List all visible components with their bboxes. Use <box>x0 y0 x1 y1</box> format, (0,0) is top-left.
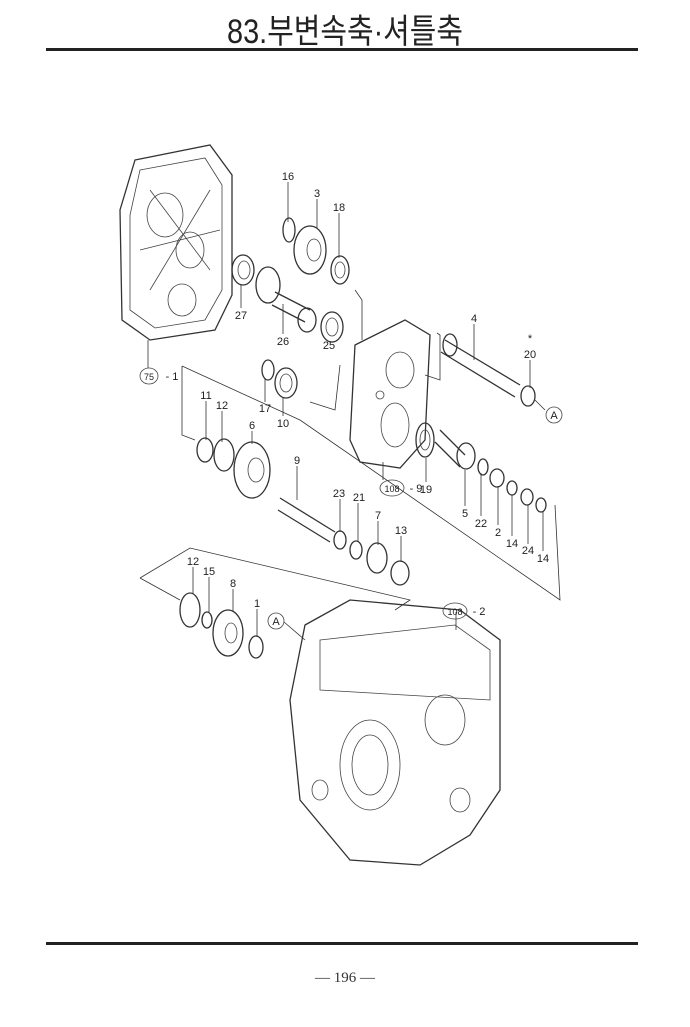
callout: 26 <box>277 336 289 348</box>
marker-a-lower: A <box>267 612 285 630</box>
footer-divider <box>46 942 638 945</box>
callout: 2 <box>495 527 501 539</box>
callout: 1 <box>254 598 260 610</box>
callout: 4 <box>471 313 477 325</box>
callout: 20 <box>524 349 536 361</box>
reference-75-1: 75 - 1 <box>139 367 179 385</box>
asterisk-mark: * <box>528 333 533 345</box>
reference-108-2: 108 - 2 <box>442 602 486 620</box>
mid-housing <box>349 319 431 469</box>
gears-and-bearings <box>179 217 547 659</box>
callout: 13 <box>395 525 407 537</box>
callout: 14 <box>537 553 549 565</box>
marker-letter: A <box>550 410 558 422</box>
ref-number: 108 <box>447 607 462 617</box>
callout: 27 <box>235 310 247 322</box>
callout: 12 <box>187 556 199 568</box>
callout: 19 <box>420 484 432 496</box>
callout: 21 <box>353 492 365 504</box>
callout: 18 <box>333 202 345 214</box>
callout: 17 <box>259 403 271 415</box>
page-number: — 196 — <box>315 970 375 986</box>
callout: 6 <box>249 420 255 432</box>
reference-108-9: 108 - 9 <box>379 479 423 497</box>
callout: 12 <box>216 400 228 412</box>
front-cover-housing <box>119 144 233 341</box>
leader-lines <box>139 182 561 641</box>
callout: 14 <box>506 538 518 550</box>
ref-number: 108 <box>384 484 399 494</box>
callout: 8 <box>230 578 236 590</box>
callout: 3 <box>314 188 320 200</box>
callout: 23 <box>333 488 345 500</box>
callout: 22 <box>475 518 487 530</box>
ref-suffix: - 2 <box>473 606 486 618</box>
callout: 9 <box>294 455 300 467</box>
callout: 24 <box>522 545 534 557</box>
callout: 15 <box>203 566 215 578</box>
callout: 10 <box>277 418 289 430</box>
callout: 25 <box>323 340 335 352</box>
ref-number: 75 <box>144 372 154 382</box>
marker-a-upper: A <box>545 406 563 424</box>
ref-suffix: - 1 <box>166 371 179 383</box>
marker-letter: A <box>272 616 280 628</box>
page-title: 83.부변속축·셔틀축 <box>227 13 463 51</box>
callout: 7 <box>375 510 381 522</box>
callout: 11 <box>200 390 211 402</box>
callout: 5 <box>462 508 468 520</box>
callout: 16 <box>282 171 294 183</box>
transmission-case <box>289 599 501 866</box>
ref-suffix: - 9 <box>410 483 423 495</box>
callout-labels: 16 3 18 27 26 25 4 20 * 17 10 11 12 6 9 … <box>187 171 549 610</box>
header-divider <box>46 48 638 51</box>
